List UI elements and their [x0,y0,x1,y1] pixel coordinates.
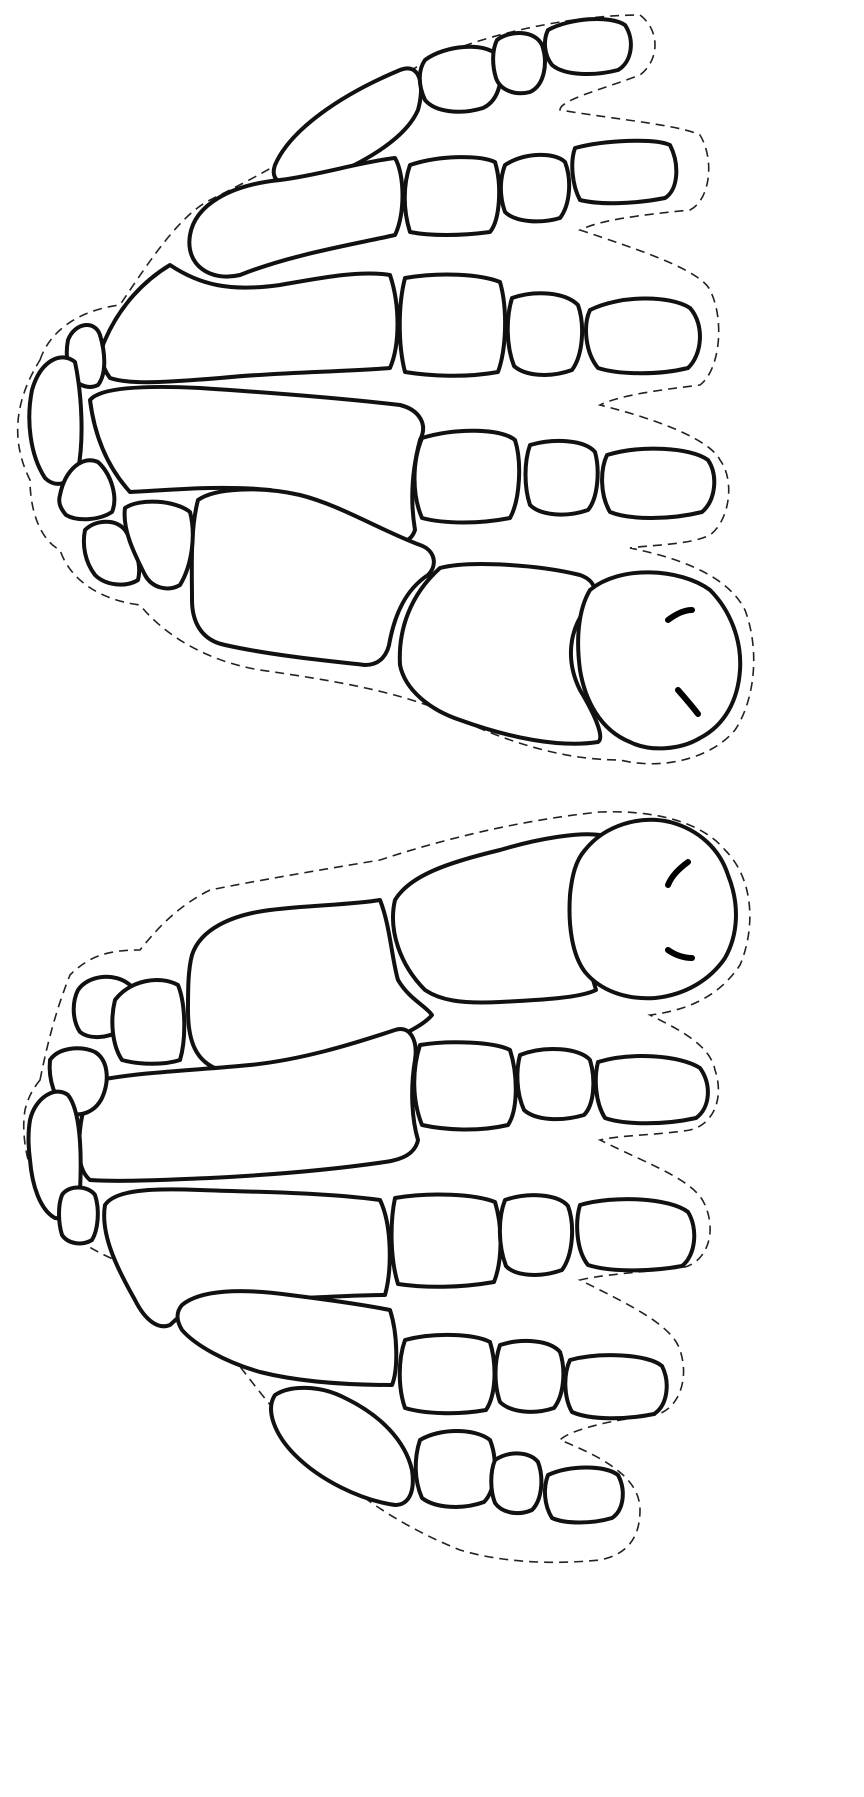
lower-d3-phalanx-3 [577,1199,694,1270]
upper-d4-phalanx-3 [602,449,714,518]
lower-d1-phalanx-3 [545,1468,623,1523]
lower-carpal-5 [59,1188,98,1244]
upper-d1-phalanx-1 [420,47,501,112]
upper-d2-phalanx-2 [501,155,569,222]
upper-d2-phalanx-3 [572,141,676,203]
lower-d1-phalanx-2 [491,1453,541,1513]
upper-d3-phalanx-3 [586,298,700,373]
upper-d5-phalanx-2 [578,572,740,748]
upper-d3-phalanx-1 [400,275,505,376]
lower-carpal-2 [112,980,184,1064]
lower-d4-phalanx-1 [414,1042,516,1129]
lower-d2-phalanx-2 [496,1341,564,1412]
lower-d4-phalanx-2 [517,1049,593,1119]
lower-d2-phalanx-1 [400,1335,495,1413]
upper-d4-phalanx-2 [526,441,598,515]
lower-d4-phalanx-3 [596,1056,708,1123]
upper-d5-phalanx-1 [400,564,600,744]
upper-flipper [18,15,754,764]
upper-d1-phalanx-2 [493,33,545,93]
lower-d3-phalanx-2 [500,1195,572,1275]
lower-d2-metacarpal [178,1291,397,1385]
lower-d2-phalanx-3 [565,1355,666,1418]
lower-d1-phalanx-1 [416,1431,495,1507]
lower-flipper [24,812,750,1563]
upper-d3-metacarpal [102,265,398,382]
upper-d2-phalanx-1 [405,157,499,235]
lower-d5-phalanx-2 [570,820,736,998]
upper-d1-phalanx-3 [545,19,631,74]
upper-d2-metacarpal [189,158,402,277]
lower-d3-phalanx-1 [392,1195,501,1287]
upper-d3-phalanx-2 [508,293,582,375]
upper-d4-phalanx-1 [415,431,520,523]
lower-d1-metacarpal [271,1388,413,1505]
